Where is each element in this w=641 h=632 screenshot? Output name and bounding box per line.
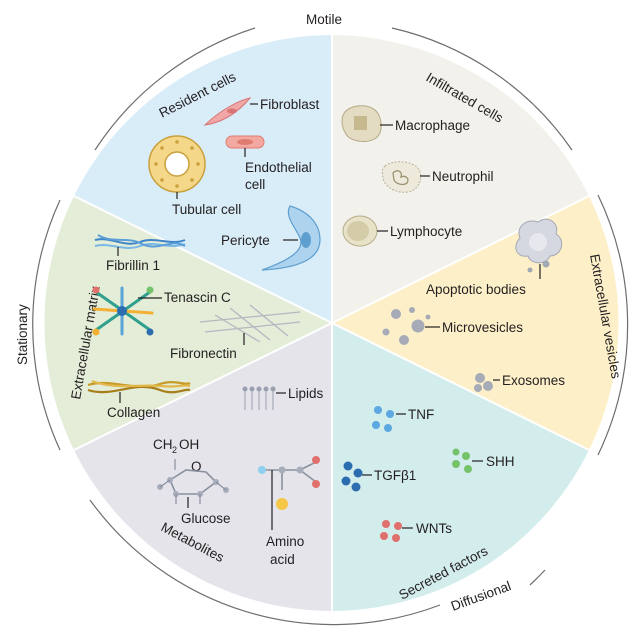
svg-text:2: 2 — [172, 445, 177, 455]
svg-text:CH: CH — [153, 437, 173, 452]
fibrillin-1-icon — [94, 234, 186, 249]
fibronectin-icon — [199, 304, 301, 343]
motile-label: Motile — [306, 12, 342, 27]
tnf-label: TNF — [408, 407, 434, 422]
glucose-icon — [157, 459, 229, 504]
tenascin-c-icon — [92, 286, 154, 336]
lipids-label: Lipids — [288, 386, 324, 401]
fibronectin-label: Fibronectin — [170, 346, 237, 361]
microvesicles-icon — [382, 307, 431, 345]
exosomes-icon — [474, 373, 493, 392]
outer-arcs — [32, 27, 629, 626]
pie — [44, 35, 619, 611]
fibroblast-icon — [203, 97, 252, 126]
macrophage-icon — [341, 105, 382, 142]
shh-icon — [452, 448, 472, 473]
wnts-icon — [380, 520, 402, 542]
tenascin-c-label: Tenascin C — [164, 290, 231, 305]
apoptotic-bodies-label: Apoptotic bodies — [426, 282, 526, 297]
collagen-icon — [87, 379, 191, 394]
lipids-icon — [242, 386, 276, 410]
microvesicles-label: Microvesicles — [442, 320, 523, 335]
pericyte-icon — [261, 205, 321, 271]
sector-metabolites — [74, 323, 332, 611]
collagen-label: Collagen — [107, 405, 160, 420]
tubular-cell-label: Tubular cell — [172, 202, 241, 217]
tnf-icon — [372, 406, 394, 432]
fibroblast-label: Fibroblast — [260, 97, 320, 112]
tubular-cell-icon — [148, 135, 206, 193]
sector-infiltrated-cells — [332, 35, 589, 323]
shh-label: SHH — [486, 454, 515, 469]
wnts-label: WNTs — [416, 521, 452, 536]
glucose-label: Glucose — [181, 511, 231, 526]
exosomes-label: Exosomes — [502, 373, 565, 388]
tgfb1-label: TGFβ1 — [374, 468, 416, 483]
endothelial-label-1: Endothelial — [245, 160, 312, 175]
endothelial-cell-icon — [225, 135, 265, 149]
diffusional-label: Diffusional — [449, 578, 513, 614]
macrophage-label: Macrophage — [395, 118, 470, 133]
amino-acid-label-1: Amino — [266, 534, 304, 549]
lymphocyte-label: Lymphocyte — [390, 224, 462, 239]
stationary-label: Stationary — [15, 304, 30, 365]
svg-text:O: O — [191, 459, 202, 474]
glucose-formula: CH 2 OH O — [153, 437, 202, 474]
endothelial-label-2: cell — [245, 177, 265, 192]
neutrophil-label: Neutrophil — [432, 169, 494, 184]
sector-resident-cells — [74, 35, 332, 323]
amino-acid-icon — [258, 456, 320, 510]
pericyte-label: Pericyte — [221, 233, 270, 248]
fibrillin-1-label: Fibrillin 1 — [106, 258, 160, 273]
svg-text:OH: OH — [179, 437, 199, 452]
apoptotic-bodies-icon — [515, 218, 563, 273]
amino-acid-label-2: acid — [270, 552, 295, 567]
tgfb1-icon — [341, 461, 363, 492]
lymphocyte-icon — [342, 215, 378, 247]
neutrophil-icon — [381, 161, 422, 193]
